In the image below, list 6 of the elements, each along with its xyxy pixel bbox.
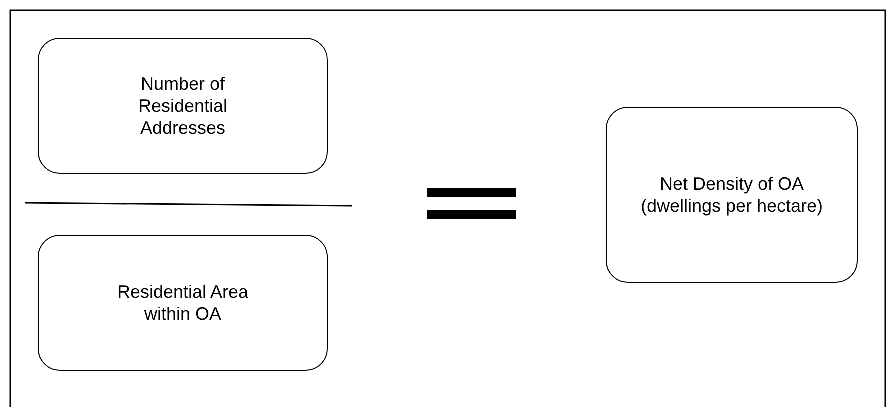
box-label: Number of Residential Addresses	[137, 73, 229, 139]
box-label: Net Density of OA (dwellings per hectare)	[640, 173, 824, 217]
rounded-box	[38, 38, 328, 174]
box-label: Residential Area within OA	[116, 281, 250, 325]
rounded-box	[38, 235, 328, 371]
rounded-box	[606, 107, 858, 283]
